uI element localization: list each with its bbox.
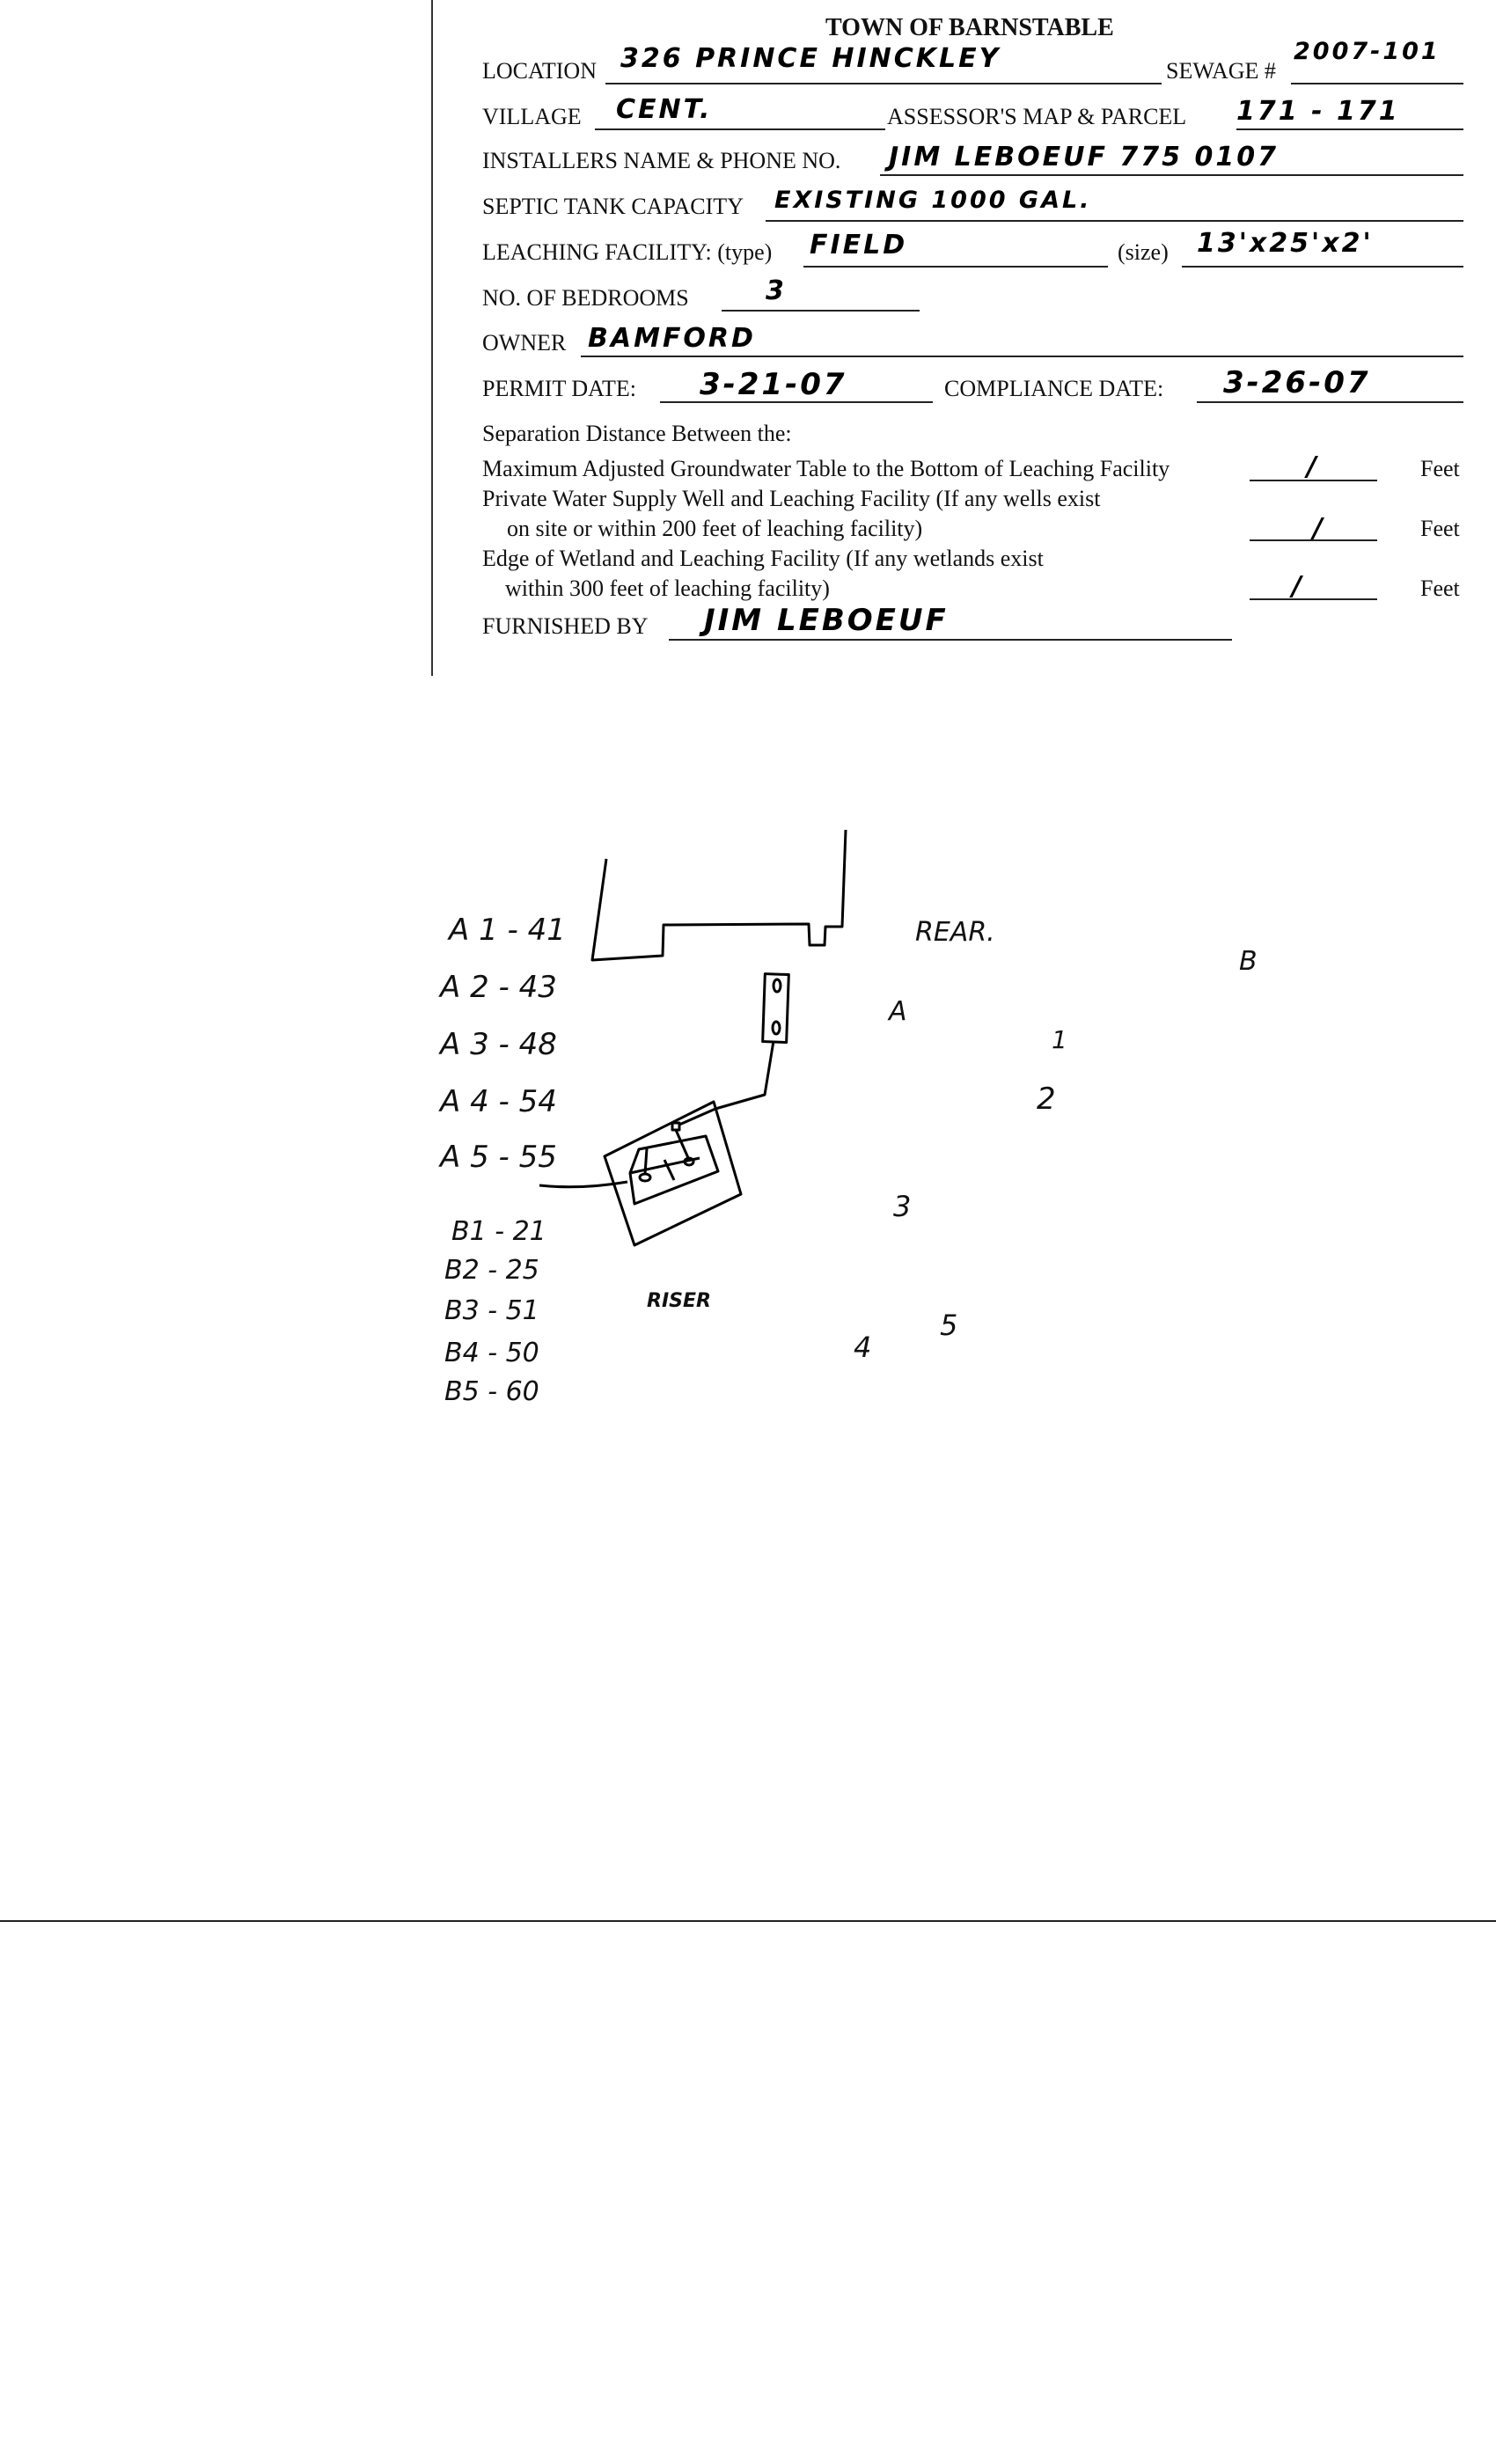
furnished-by-field[interactable] [669, 639, 1232, 641]
feet-label: Feet [1420, 576, 1460, 601]
well-field[interactable] [1250, 539, 1377, 541]
installer-label: INSTALLERS NAME & PHONE NO. [482, 148, 841, 173]
measurement-b1: B1 - 21 [451, 1216, 546, 1247]
furnished-by-label: FURNISHED BY [482, 613, 649, 639]
separation-wetland-line2: within 300 feet of leaching facility) [505, 576, 830, 601]
map-parcel-value: 171 - 171 [1236, 96, 1400, 127]
leaching-field-inner [628, 1134, 720, 1206]
measurement-a2: A 2 - 43 [440, 970, 557, 1005]
installer-value: JIM LEBOEUF 775 0107 [889, 142, 1279, 172]
page-bottom-line [0, 1920, 1496, 1922]
separation-wetland-line1: Edge of Wetland and Leaching Facility (I… [482, 546, 1044, 571]
well-value: / [1313, 513, 1325, 544]
septic-value: EXISTING 1000 GAL. [774, 187, 1092, 214]
measurement-b4: B4 - 50 [444, 1338, 539, 1368]
point-4-label: 4 [854, 1331, 872, 1364]
wetland-value: / [1292, 571, 1304, 602]
rear-label: REAR. [915, 917, 995, 948]
location-label: LOCATION [482, 58, 597, 84]
bedrooms-label: NO. OF BEDROOMS [482, 285, 689, 311]
point-1-label: 1 [1052, 1025, 1067, 1054]
installer-field[interactable] [880, 174, 1463, 176]
corner-b-label: B [1239, 946, 1258, 977]
compliance-date-value: 3-26-07 [1223, 365, 1371, 400]
measurement-a5: A 5 - 55 [440, 1140, 557, 1175]
form-title: TOWN OF BARNSTABLE [825, 14, 1114, 41]
owner-label: OWNER [482, 330, 567, 356]
measurement-b2: B2 - 25 [444, 1255, 539, 1286]
groundwater-field[interactable] [1250, 480, 1377, 481]
corner-a-label: A [889, 996, 907, 1027]
measurement-b3: B3 - 51 [444, 1295, 539, 1326]
size-value: 13'x25'x2' [1197, 228, 1374, 259]
distribution-box [671, 1121, 681, 1132]
separation-heading: Separation Distance Between the: [482, 421, 792, 446]
inspection-port-4 [638, 1172, 652, 1183]
tank-opening-2 [771, 1020, 781, 1036]
location-value: 326 PRINCE HINCKLEY [620, 43, 1001, 74]
measurement-a3: A 3 - 48 [440, 1027, 557, 1062]
separation-well-line2: on site or within 200 feet of leaching f… [507, 516, 923, 541]
feet-label: Feet [1420, 456, 1460, 481]
village-field[interactable] [595, 128, 885, 130]
measurement-a4: A 4 - 54 [440, 1084, 557, 1119]
sewage-value: 2007-101 [1294, 38, 1441, 65]
separation-groundwater: Maximum Adjusted Groundwater Table to th… [482, 456, 1170, 481]
trench-divider [663, 1159, 676, 1181]
point-3-label: 3 [893, 1190, 912, 1223]
bedrooms-field[interactable] [722, 310, 920, 312]
permit-date-field[interactable] [660, 401, 933, 403]
point-5-label: 5 [940, 1309, 958, 1342]
riser-line [539, 1180, 628, 1189]
measurement-a1: A 1 - 41 [449, 913, 566, 948]
septic-label: SEPTIC TANK CAPACITY [482, 194, 744, 219]
leaching-type-value: FIELD [810, 230, 908, 260]
left-margin-line [431, 0, 433, 676]
compliance-date-label: COMPLIANCE DATE: [944, 376, 1164, 401]
village-value: CENT. [616, 94, 713, 125]
permit-date-value: 3-21-07 [700, 367, 847, 402]
separation-well-line1: Private Water Supply Well and Leaching F… [482, 486, 1101, 511]
inspection-port-5 [683, 1156, 695, 1167]
compliance-date-field[interactable] [1197, 401, 1463, 403]
location-field[interactable] [605, 83, 1162, 84]
owner-field[interactable] [581, 356, 1463, 357]
wetland-field[interactable] [1250, 598, 1377, 600]
tank-opening-1 [772, 978, 782, 994]
bedrooms-value: 3 [766, 275, 787, 306]
sewage-field[interactable] [1291, 83, 1463, 84]
feet-label: Feet [1420, 516, 1460, 541]
leaching-type-label: LEACHING FACILITY: (type) [482, 239, 773, 265]
point-2-label: 2 [1037, 1082, 1056, 1117]
map-parcel-field[interactable] [1236, 128, 1463, 130]
trench-divider [629, 1156, 700, 1175]
dbox-branch [643, 1148, 649, 1175]
village-label: VILLAGE [482, 104, 582, 129]
septic-tank [761, 972, 790, 1044]
sewage-label: SEWAGE # [1166, 58, 1276, 84]
dbox-branch [674, 1129, 691, 1161]
map-parcel-label: ASSESSOR'S MAP & PARCEL [887, 104, 1187, 129]
size-field[interactable] [1182, 266, 1463, 268]
permit-date-label: PERMIT DATE: [482, 376, 637, 401]
riser-label: RISER [647, 1290, 711, 1312]
pipe-to-dbox [678, 1040, 775, 1126]
house-outline [590, 829, 847, 962]
owner-value: BAMFORD [588, 323, 756, 354]
septic-field[interactable] [766, 220, 1463, 222]
size-label: (size) [1118, 239, 1169, 265]
groundwater-value: / [1307, 451, 1319, 482]
leaching-field-outer [603, 1100, 743, 1247]
measurement-b5: B5 - 60 [444, 1376, 539, 1407]
furnished-by-value: JIM LEBOEUF [704, 603, 949, 638]
leaching-type-field[interactable] [803, 266, 1108, 268]
